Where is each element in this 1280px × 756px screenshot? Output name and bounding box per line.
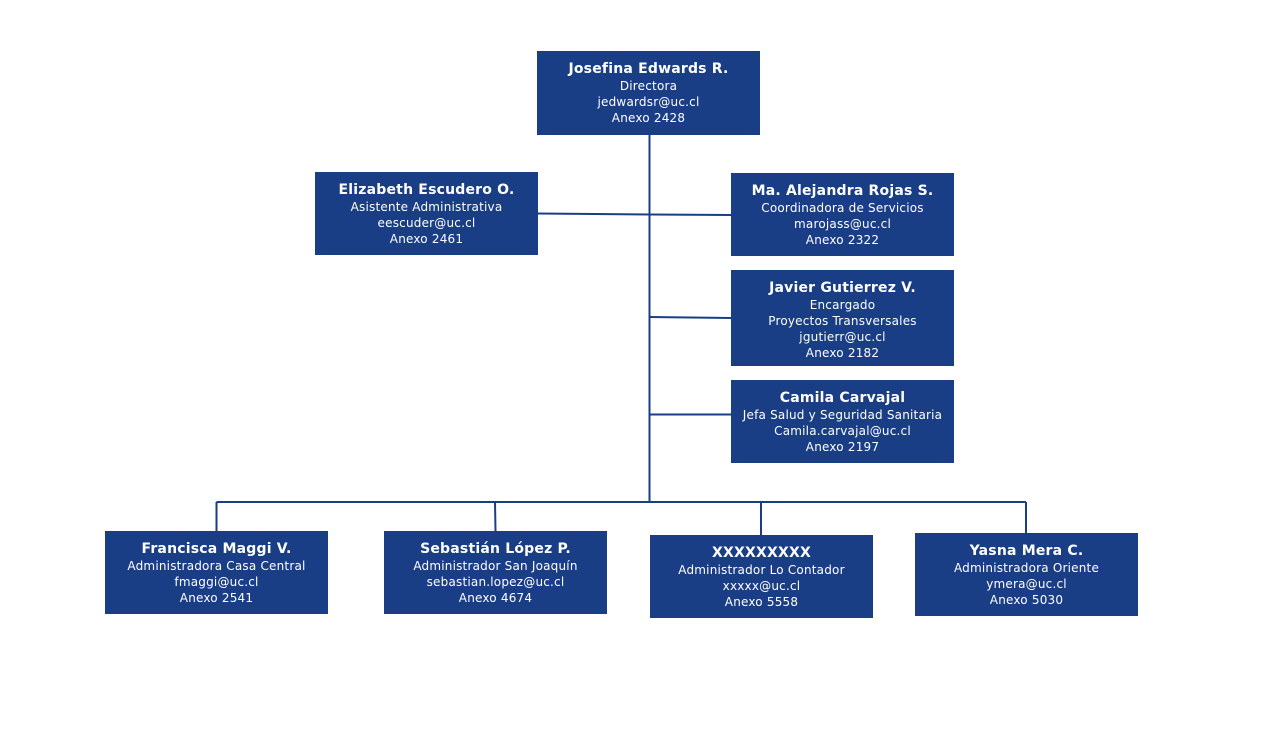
node-name: Francisca Maggi V. (141, 541, 292, 557)
node-email: sebastian.lopez@uc.cl (426, 575, 565, 589)
org-node-coordinator: Ma. Alejandra Rojas S. Coordinadora de S… (731, 173, 954, 256)
node-role: Administradora Oriente (953, 561, 1100, 575)
node-name: Elizabeth Escudero O. (338, 182, 515, 198)
connector-sebastian (494, 501, 497, 532)
node-role: Administrador San Joaquín (413, 559, 578, 573)
node-name: Ma. Alejandra Rojas S. (751, 183, 934, 199)
node-extension: Anexo 5558 (724, 595, 799, 609)
node-role: Asistente Administrativa (350, 200, 503, 214)
node-role-detail: Proyectos Transversales (768, 314, 917, 328)
node-extension: Anexo 2197 (805, 440, 880, 454)
connector-javier (649, 316, 732, 319)
node-extension: Anexo 2461 (389, 232, 464, 246)
node-name: Javier Gutierrez V. (769, 280, 916, 296)
org-node-assistant: Elizabeth Escudero O. Asistente Administ… (315, 172, 538, 255)
node-email: marojass@uc.cl (794, 217, 891, 231)
node-role: Administrador Lo Contador (678, 563, 845, 577)
node-extension: Anexo 2428 (611, 111, 686, 125)
node-name: Yasna Mera C. (969, 543, 1084, 559)
node-role: Jefa Salud y Seguridad Sanitaria (742, 408, 943, 422)
org-node-health-safety: Camila Carvajal Jefa Salud y Seguridad S… (731, 380, 954, 463)
node-role: Coordinadora de Servicios (761, 201, 924, 215)
org-node-lo-contador: XXXXXXXXX Administrador Lo Contador xxxx… (650, 535, 873, 618)
node-name: Sebastián López P. (420, 541, 571, 557)
org-node-projects: Javier Gutierrez V. Encargado Proyectos … (731, 270, 954, 366)
node-email: eescuder@uc.cl (377, 216, 476, 230)
node-role: Directora (619, 79, 678, 93)
node-name: Josefina Edwards R. (568, 61, 729, 77)
node-extension: Anexo 4674 (458, 591, 533, 605)
node-role: Administradora Casa Central (127, 559, 306, 573)
node-extension: Anexo 2182 (805, 346, 880, 360)
node-email: fmaggi@uc.cl (174, 575, 259, 589)
node-email: ymera@uc.cl (986, 577, 1067, 591)
org-node-casa-central: Francisca Maggi V. Administradora Casa C… (105, 531, 328, 614)
node-role: Encargado (809, 298, 876, 312)
node-name: Camila Carvajal (779, 390, 906, 406)
org-node-oriente: Yasna Mera C. Administradora Oriente yme… (915, 533, 1138, 616)
node-extension: Anexo 5030 (989, 593, 1064, 607)
org-node-san-joaquin: Sebastián López P. Administrador San Joa… (384, 531, 607, 614)
node-email: Camila.carvajal@uc.cl (774, 424, 911, 438)
connector-coord (649, 213, 732, 216)
connector-assistant (537, 212, 650, 216)
node-email: jgutierr@uc.cl (799, 330, 886, 344)
org-node-director: Josefina Edwards R. Directora jedwardsr@… (537, 51, 760, 135)
node-email: xxxxx@uc.cl (722, 579, 801, 593)
node-extension: Anexo 2541 (179, 591, 254, 605)
node-email: jedwardsr@uc.cl (597, 95, 700, 109)
node-extension: Anexo 2322 (805, 233, 880, 247)
node-name: XXXXXXXXX (712, 545, 811, 561)
